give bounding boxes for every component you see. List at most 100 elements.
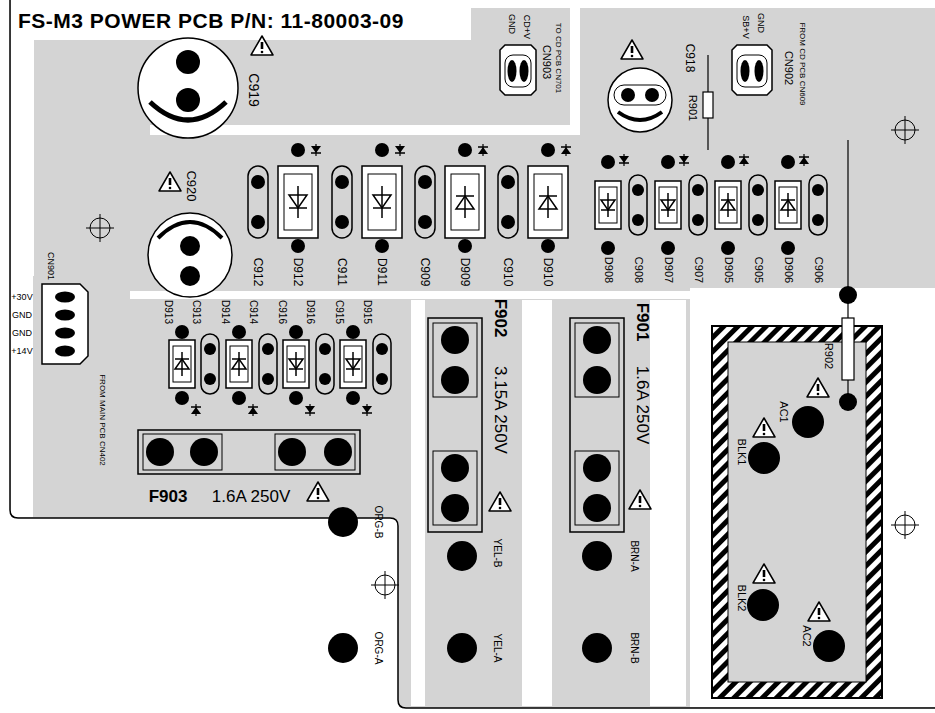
component-label: C919	[247, 73, 261, 106]
component-label: C908	[633, 257, 644, 283]
solder-pad	[781, 241, 795, 255]
fuse-label: F901	[634, 303, 651, 342]
solder-pad	[781, 155, 795, 169]
connector-outline	[737, 55, 767, 87]
isolation-gap	[522, 300, 552, 706]
solder-pad	[176, 50, 200, 74]
solder-pad	[441, 494, 469, 522]
component-label: C905	[753, 257, 764, 283]
capacitor-outline	[138, 38, 238, 138]
diode-symbol	[655, 181, 681, 229]
pin-label: GND	[12, 311, 32, 320]
solder-pad	[289, 391, 303, 405]
solder-pad	[541, 143, 555, 157]
solder-pad	[146, 438, 174, 466]
wire-label: AC2	[801, 625, 812, 646]
solder-pad	[175, 325, 189, 339]
solder-pad	[55, 346, 75, 357]
mounting-hole	[891, 511, 919, 539]
isolation-area	[11, 40, 34, 276]
component-label: D907	[663, 257, 674, 283]
component-label: C909	[419, 258, 431, 287]
component-label: C918	[684, 44, 696, 73]
mounting-hole	[86, 214, 114, 242]
capacitor-symbol	[201, 334, 219, 394]
polarity-mark	[158, 222, 222, 238]
pin-label: GND	[507, 14, 516, 34]
wire-label: BRN-A	[629, 540, 639, 571]
diode-mark	[305, 404, 315, 416]
connector-label: CN903	[541, 45, 552, 79]
wire-pad	[328, 507, 358, 537]
component-label: D910	[542, 258, 554, 287]
mounting-hole	[891, 116, 919, 144]
warning-symbol	[808, 602, 830, 621]
solder-pad	[661, 155, 675, 169]
solder-pad	[175, 391, 189, 405]
component-label: C915	[334, 300, 344, 324]
capacitor-symbol	[259, 334, 277, 394]
warning-symbol	[807, 378, 829, 397]
wire-pad	[747, 589, 779, 621]
component-label: D915	[362, 300, 372, 324]
component-label: C906	[813, 257, 824, 283]
solder-pad	[583, 494, 611, 522]
wire-label: YEL-B	[492, 539, 502, 568]
isolation-area	[11, 276, 33, 517]
component-label: D916	[305, 300, 315, 324]
component-label: C907	[693, 257, 704, 283]
isolation-gap	[411, 300, 425, 706]
fuse-outline	[428, 318, 482, 532]
solder-pad	[375, 239, 389, 253]
warning-symbol	[159, 172, 181, 191]
diode-symbol	[595, 181, 621, 229]
polarity-mark	[618, 112, 662, 120]
capacitor-symbol	[749, 175, 767, 235]
wire-label: BRN-B	[629, 632, 639, 663]
diode-symbol	[445, 166, 485, 238]
wire-label: ORG-A	[373, 632, 383, 665]
fuse-rating: 3.15A 250V	[492, 366, 509, 454]
solder-pad	[645, 88, 659, 102]
capacitor-outline	[614, 85, 666, 105]
solder-pad	[621, 88, 635, 102]
isolation-area	[11, 0, 471, 40]
solder-pad	[190, 438, 218, 466]
copper-area	[10, 0, 935, 708]
connector-outline	[505, 55, 531, 87]
fuse-outline	[138, 430, 360, 474]
pin-label: CD+V	[522, 15, 531, 39]
component-label: D906	[783, 257, 794, 283]
solder-pad	[741, 60, 750, 82]
fuse-label: F902	[492, 299, 509, 338]
capacitor-symbol	[248, 166, 268, 238]
wire-pad	[582, 541, 612, 571]
fuse-clip	[275, 434, 355, 470]
capacitor-symbol	[629, 175, 647, 235]
component-label: D913	[163, 300, 173, 324]
component-label: C916	[277, 300, 287, 324]
connector-label: CN902	[783, 51, 794, 85]
solder-pad	[458, 239, 472, 253]
solder-pad	[601, 241, 615, 255]
diode-symbol	[169, 340, 195, 388]
diode-symbol	[283, 340, 309, 388]
capacitor-outline	[148, 213, 232, 297]
connector-note: TO CD PCB CN701	[554, 23, 562, 94]
capacitor-symbol	[415, 166, 435, 238]
connector-note: FROM MAIN PCB CN402	[98, 374, 106, 466]
connector-note: FROM CD PCB CN609	[798, 22, 806, 105]
solder-pad	[458, 143, 472, 157]
solder-pad	[346, 391, 360, 405]
diode-symbol	[226, 340, 252, 388]
resistor-lead	[847, 140, 848, 295]
solder-pad	[278, 438, 306, 466]
component-label: C920	[185, 170, 198, 201]
solder-pad	[661, 241, 675, 255]
fuse-clip	[433, 323, 477, 397]
wire-pad	[447, 633, 477, 663]
isolation-area	[690, 288, 935, 707]
isolation-gap	[130, 291, 690, 299]
diode-symbol	[775, 181, 801, 229]
